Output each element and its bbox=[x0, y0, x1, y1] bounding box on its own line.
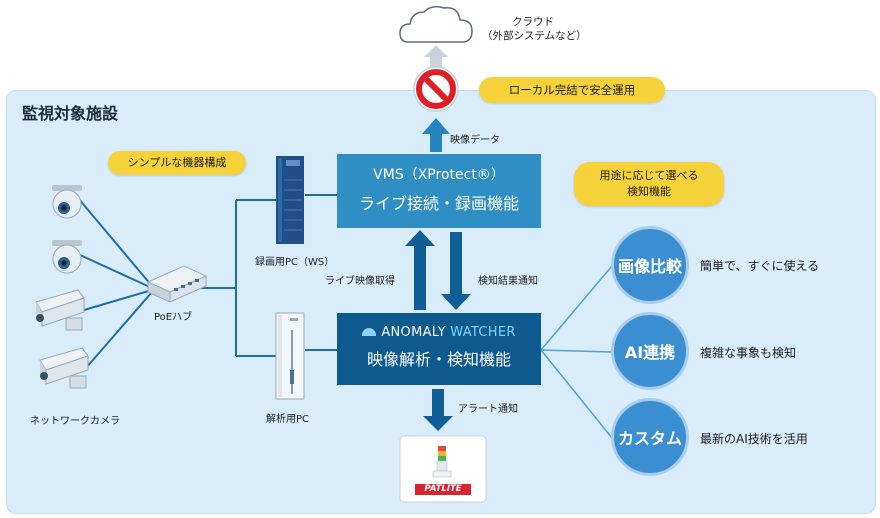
hub-pc-lines bbox=[200, 199, 276, 357]
camera-label: ネットワークカメラ bbox=[30, 416, 120, 427]
result-notify-arrow bbox=[441, 232, 471, 310]
feature-lines bbox=[540, 265, 613, 439]
local-callout: ローカル完結で安全運用 bbox=[479, 77, 665, 103]
analysis-pc-icon bbox=[275, 312, 305, 400]
alert-notify-label: アラート通知 bbox=[458, 404, 518, 415]
anomaly-brand: ANOMALY WATCHER bbox=[337, 325, 541, 340]
pc-box-lines bbox=[305, 194, 337, 351]
alert-arrow bbox=[423, 389, 453, 431]
anomaly-function: 映像解析・検知機能 bbox=[366, 350, 511, 369]
camera-lines bbox=[77, 197, 153, 369]
anomaly-watcher-box: ANOMALY WATCHER 映像解析・検知機能 bbox=[337, 313, 541, 385]
cloud-subtitle: （外部システムなど） bbox=[482, 30, 587, 42]
live-acquire-arrow bbox=[405, 230, 435, 310]
video-data-label: 映像データ bbox=[450, 135, 500, 146]
vms-box: VMS（XProtect®） ライブ接続・録画機能 bbox=[337, 154, 541, 228]
prohibited-icon bbox=[413, 66, 459, 112]
anomaly-logo-icon bbox=[362, 328, 377, 336]
poe-hub-label: PoEハブ bbox=[154, 312, 193, 323]
brand-part2: WATCHER bbox=[450, 325, 516, 340]
box-camera-icon-1 bbox=[35, 289, 85, 331]
cloud-arrow-faded bbox=[424, 45, 448, 69]
cloud-icon bbox=[399, 5, 473, 43]
patlite-label: PATLITE bbox=[415, 484, 471, 495]
video-data-arrow bbox=[422, 118, 450, 152]
cloud-title: クラウド bbox=[512, 16, 554, 28]
result-notify-label: 検知結果通知 bbox=[478, 276, 538, 287]
vms-function: ライブ接続・録画機能 bbox=[358, 194, 519, 213]
vms-title: VMS（XProtect®） bbox=[373, 167, 505, 183]
purpose-callout: 用途に応じて選べる 検知機能 bbox=[574, 162, 724, 206]
recording-pc-label: 録画用PC（WS） bbox=[255, 257, 335, 268]
feature-ai-link-desc: 複雑な事象も検知 bbox=[700, 346, 797, 360]
feature-image-compare: 画像比較 bbox=[611, 226, 689, 304]
brand-part1: ANOMALY bbox=[381, 325, 446, 340]
dome-camera-icon-1 bbox=[52, 185, 82, 219]
feature-custom-desc: 最新のAI技術を活用 bbox=[700, 432, 808, 446]
poe-hub-icon bbox=[146, 265, 208, 303]
live-acquire-label: ライブ映像取得 bbox=[325, 276, 395, 287]
feature-image-compare-desc: 簡単で、すぐに使える bbox=[700, 259, 820, 273]
box-camera-icon-2 bbox=[39, 347, 89, 389]
feature-custom: カスタム bbox=[611, 398, 689, 476]
feature-ai-link: AI連携 bbox=[611, 312, 689, 390]
analysis-pc-label: 解析用PC bbox=[266, 414, 310, 425]
recording-pc-icon bbox=[276, 156, 304, 244]
simple-callout: シンプルな機器構成 bbox=[108, 151, 246, 175]
facility-title: 監視対象施設 bbox=[22, 104, 119, 123]
dome-camera-icon-2 bbox=[52, 240, 82, 274]
